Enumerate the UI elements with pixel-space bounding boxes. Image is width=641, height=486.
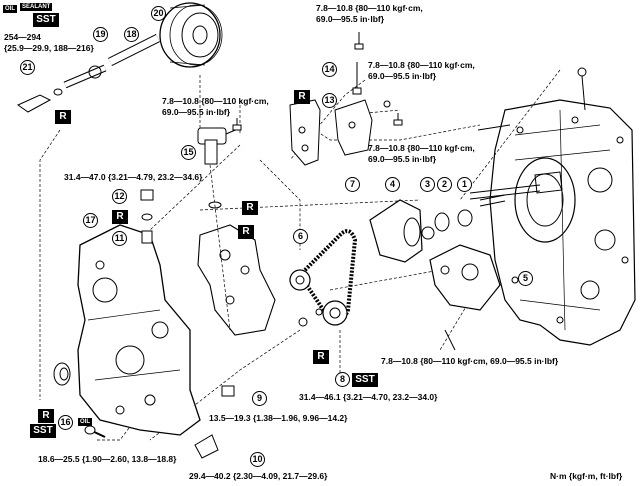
sst-tag-top: SST <box>33 13 59 27</box>
r-tag-gasket: R <box>238 225 254 239</box>
callout-13: 13 <box>322 93 337 108</box>
torque-r13-b: 69.0—95.5 in·lbf} <box>368 154 437 164</box>
callout-18: 18 <box>124 27 139 42</box>
callout-16: 16 <box>58 415 73 430</box>
torque-5: 7.8—10.8 {80—110 kgf·cm, 69.0—95.5 in·lb… <box>381 356 559 366</box>
leader-lines <box>39 69 561 441</box>
r-tag-15: R <box>242 201 258 215</box>
callout-2: 2 <box>437 177 452 192</box>
sst-tag-8: SST <box>352 373 378 387</box>
callout-8: 8 <box>335 372 350 387</box>
gasket-drawing <box>197 224 276 336</box>
torque-r13-a: 7.8—10.8 {80—110 kgf·cm, <box>368 143 475 153</box>
units-legend: N·m {kgf·m, ft·lbf} <box>550 471 623 481</box>
oil-badge-bottom: OIL <box>78 418 92 426</box>
callout-15: 15 <box>181 145 196 160</box>
torque-21-b: {25.9—29.9, 188—216} <box>4 43 94 53</box>
torque-mid-a: 7.8—10.8 {80—110 kgf·cm, <box>368 60 475 70</box>
torque-left-a: 7.8—10.8 {80—110 kgf·cm, <box>162 96 269 106</box>
bracket-drawing <box>232 32 403 166</box>
callout-7: 7 <box>345 177 360 192</box>
torque-top-a: 7.8—10.8 {80—110 kgf·cm, <box>316 3 423 13</box>
callout-20: 20 <box>151 6 166 21</box>
callout-5: 5 <box>518 271 533 286</box>
oil-badge-top: OIL <box>3 5 17 13</box>
timing-cover-drawing <box>77 224 201 436</box>
crankshaft-pulley-drawing <box>159 2 223 68</box>
oil-pump-rotor-drawing <box>369 199 423 263</box>
callout-6: 6 <box>293 229 308 244</box>
torque-left-b: 69.0—95.5 in·lbf} <box>162 107 231 117</box>
r-tag-12: R <box>112 210 128 224</box>
plunger-drawing <box>141 230 153 244</box>
torque-10: 29.4—40.2 {2.30—4.09, 21.7—29.6} <box>189 471 328 481</box>
r-tag-bracket: R <box>294 90 310 104</box>
torque-16: 18.6—25.5 {1.90—2.60, 13.8—18.8} <box>38 454 177 464</box>
sst-tag-seal: SST <box>30 424 56 438</box>
engine-block-drawing <box>469 67 636 346</box>
callout-3: 3 <box>420 177 435 192</box>
oil-pump-body-drawing <box>429 244 501 351</box>
relief-valve-drawing <box>16 33 161 113</box>
sealant-badge: SEALANT <box>20 3 53 11</box>
torque-21-a: 254—294 <box>4 32 41 42</box>
torque-9: 13.5—19.3 {1.38—1.96, 9.96—14.2} <box>209 413 348 423</box>
callout-14: 14 <box>322 62 337 77</box>
callout-12: 12 <box>112 189 127 204</box>
callout-4: 4 <box>385 177 400 192</box>
r-tag-seal: R <box>38 409 54 423</box>
timing-chain-drawing <box>289 229 358 327</box>
oil-control-valve-drawing <box>197 127 241 209</box>
callout-10: 10 <box>250 452 265 467</box>
torque-8: 31.4—46.1 {3.21—4.70, 23.2—34.0} <box>299 392 438 402</box>
r-tag-21: R <box>55 110 71 124</box>
callout-1: 1 <box>457 177 472 192</box>
callout-17: 17 <box>83 213 98 228</box>
torque-mid-b: 69.0—95.5 in·lbf} <box>368 71 437 81</box>
torque-top-b: 69.0—95.5 in·lbf} <box>316 14 385 24</box>
washer-drawing <box>421 226 435 240</box>
r-tag-sprocket: R <box>313 350 329 364</box>
callout-11: 11 <box>112 231 127 246</box>
callout-9: 9 <box>252 391 267 406</box>
torque-12: 31.4—47.0 {3.21—4.79, 23.2—34.6} <box>64 172 203 182</box>
callout-21: 21 <box>20 60 35 75</box>
callout-19: 19 <box>93 27 108 42</box>
